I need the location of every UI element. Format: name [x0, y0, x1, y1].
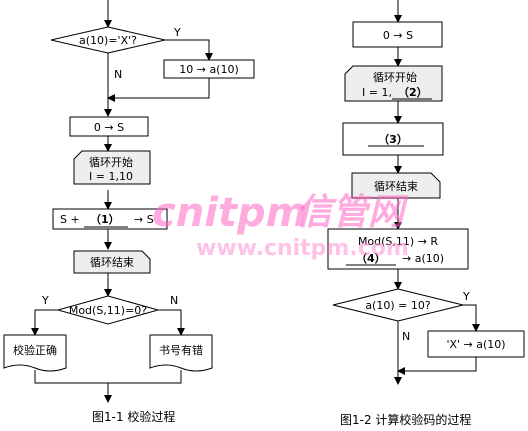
right-decision-yes-label: Y: [462, 290, 470, 303]
result-correct-text: 校验正确: [13, 343, 57, 357]
left-yes-arrow-1: [165, 39, 213, 61]
mod-box: [327, 228, 469, 270]
decision-a10-is-x-text: a(10)='X'?: [79, 34, 137, 47]
right-caption: 图1-2 计算校验码的过程: [340, 412, 471, 427]
decision-a10-equals-10-text: a(10) = 10?: [365, 299, 431, 312]
accumulate-box: [52, 208, 168, 230]
decision-a10-equals-10: [332, 288, 464, 322]
blank-3-box: [342, 122, 444, 156]
assign-10-box: [163, 59, 255, 79]
right-flowchart: 0 → S 循环开始 I = 1, （2） （3） 循环结束 Mod(S,11)…: [327, 0, 525, 427]
assign-x-text: 'X' → a(10): [446, 338, 505, 351]
decision-a10-is-x: [50, 26, 166, 54]
left-init-s-box: [69, 116, 149, 137]
blank-1: （1）: [90, 213, 120, 226]
right-loop-start-range: I = 1,: [362, 86, 392, 99]
left-merge-arrow: [107, 78, 210, 102]
assign-a10-suffix: → a(10): [402, 252, 444, 265]
result-correct-doc: [3, 334, 67, 372]
left-no-arrow-2: [158, 309, 185, 336]
accumulate-suffix: → S: [134, 213, 154, 226]
mod-line-text: Mod(S,11) → R: [358, 235, 438, 248]
left-loop-start: [73, 150, 151, 185]
left-loop-end-text: 循环结束: [90, 256, 134, 269]
blank-3: （3）: [378, 133, 408, 146]
blank-4: （4）: [356, 252, 386, 265]
right-loop-start: [344, 65, 443, 102]
decision-mod-s-11-text: Mod(S,11)=0?: [69, 304, 147, 317]
watermark-brand-cn: 信管网: [296, 192, 409, 233]
right-loop-start-title: 循环开始: [373, 70, 417, 84]
right-init-s-text: 0 → S: [383, 29, 413, 42]
blank-2: （2）: [398, 86, 428, 99]
decision1-no-label: N: [114, 68, 122, 81]
right-loop-end-text: 循环结束: [374, 180, 418, 193]
assign-x-box: [427, 330, 525, 358]
left-caption: 图1-1 校验过程: [92, 409, 175, 424]
watermark-url: www.cnitpm.com: [196, 236, 409, 261]
left-loop-end: [73, 250, 151, 274]
decision2-no-label: N: [170, 294, 178, 307]
right-decision-no-label: N: [402, 330, 410, 343]
watermark-brand: cnitpm: [152, 190, 307, 236]
left-yes-arrow-2: [31, 309, 58, 336]
result-error-doc: [149, 334, 213, 372]
result-error-text: 书号有错: [159, 343, 203, 357]
right-init-s-box: [352, 21, 443, 48]
right-merge-arrow: [397, 357, 477, 375]
accumulate-prefix: S +: [60, 213, 80, 226]
left-bottom-merge: [34, 370, 182, 384]
left-loop-start-title: 循环开始: [89, 155, 133, 169]
right-yes-arrow: [463, 304, 480, 332]
left-loop-start-range: I = 1,10: [89, 170, 133, 183]
watermark: cnitpm 信管网 www.cnitpm.com: [152, 190, 409, 261]
assign-10-text: 10 → a(10): [179, 63, 239, 76]
left-init-s-text: 0 → S: [94, 121, 124, 134]
right-loop-end: [351, 172, 441, 199]
decision-mod-s-11: [56, 295, 160, 325]
decision2-yes-label: Y: [41, 294, 49, 307]
left-flowchart: a(10)='X'? Y N 10 → a(10) 0 → S 循环开始 I =…: [3, 0, 255, 424]
decision1-yes-label: Y: [173, 26, 181, 39]
